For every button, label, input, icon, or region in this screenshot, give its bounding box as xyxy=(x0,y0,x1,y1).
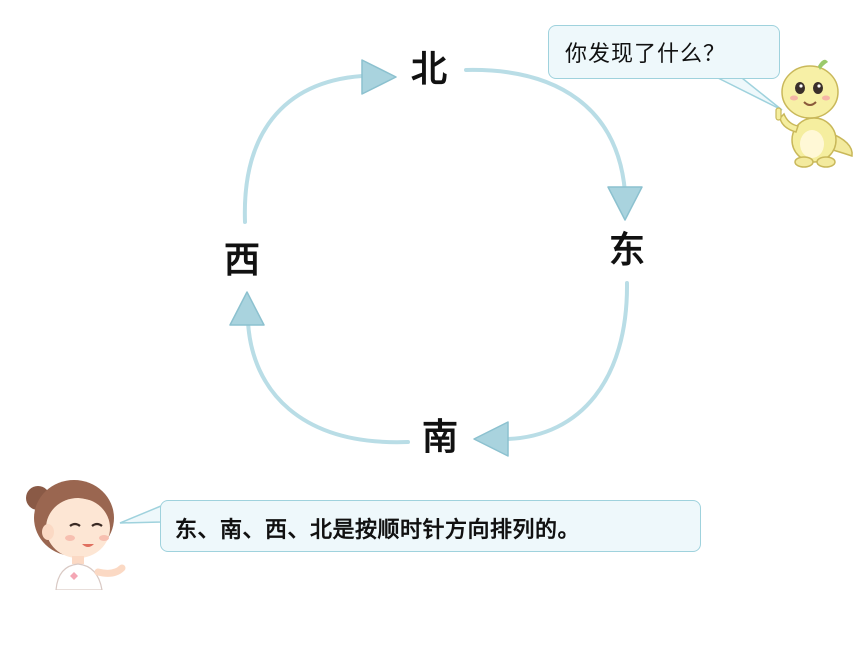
arrow-to-east xyxy=(607,186,643,221)
curve-south-to-west xyxy=(246,320,410,445)
answer-bubble: 东、南、西、北是按顺时针方向排列的。 xyxy=(160,500,701,552)
label-north: 北 xyxy=(411,49,448,90)
answer-text: 东、南、西、北是按顺时针方向排列的。 xyxy=(175,518,581,543)
girl-icon xyxy=(26,480,126,590)
question-text: 你发现了什么？ xyxy=(565,42,727,67)
arrow-to-south xyxy=(473,421,509,457)
label-east: 东 xyxy=(609,230,646,271)
curve-west-to-north xyxy=(242,74,364,224)
label-west: 西 xyxy=(224,240,261,281)
arrow-to-north xyxy=(361,59,397,95)
curve-north-to-east xyxy=(464,67,627,194)
dinosaur-mascot-icon xyxy=(775,59,853,168)
question-bubble: 你发现了什么？ xyxy=(548,25,780,79)
arrow-to-west xyxy=(229,291,265,326)
curve-east-to-south xyxy=(506,281,630,441)
label-south: 南 xyxy=(422,417,459,458)
